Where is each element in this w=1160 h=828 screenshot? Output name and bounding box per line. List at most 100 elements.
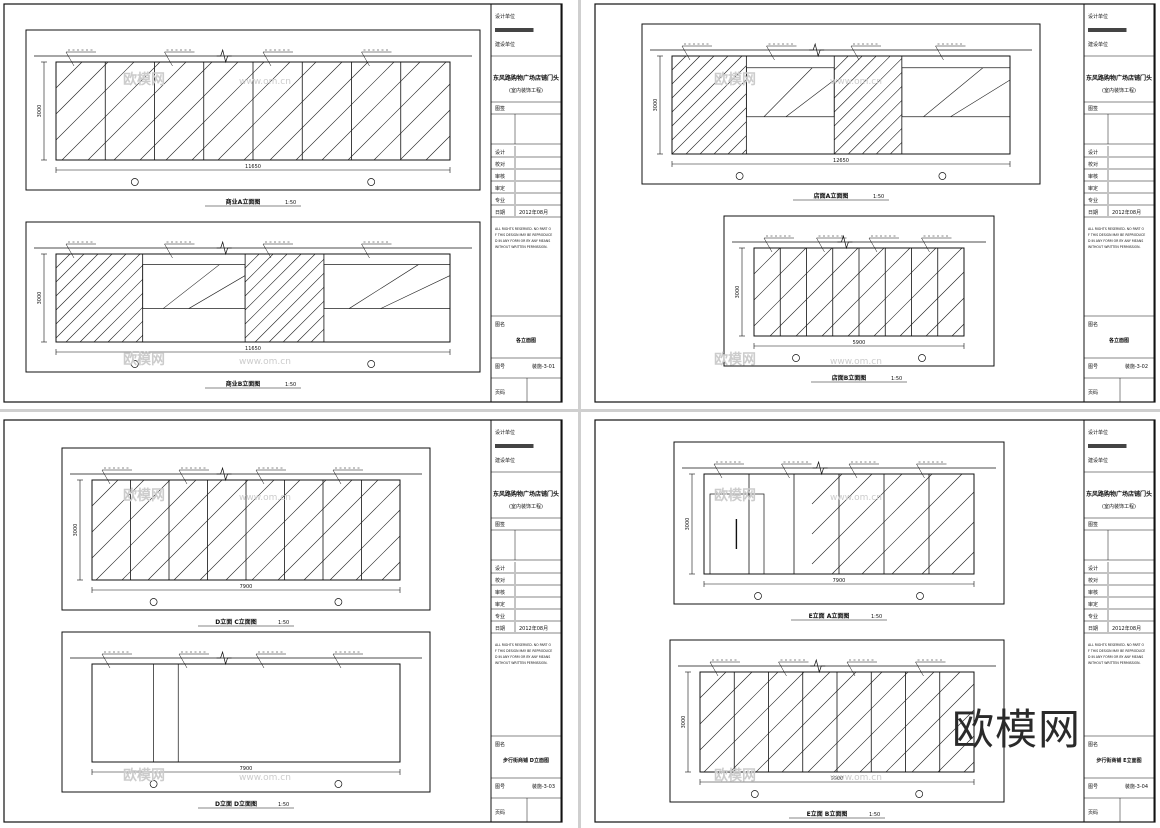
- glass-reflect: [763, 67, 813, 117]
- ceiling-break: [216, 466, 232, 482]
- hatch-stroke: [79, 279, 143, 343]
- glass-hatch: [91, 479, 401, 581]
- hatch-stroke: [671, 55, 729, 113]
- hatch-stroke: [753, 247, 781, 275]
- hatch-stroke: [91, 479, 119, 507]
- title-block-frame: [1083, 3, 1155, 403]
- designer-bar: [1088, 444, 1127, 448]
- drawing-no-label: 图号: [1088, 364, 1098, 370]
- seal-label: 图签: [495, 521, 505, 528]
- mullions: [104, 62, 402, 160]
- hatch-stroke: [244, 253, 274, 283]
- hatch-stroke: [699, 107, 747, 155]
- leader: [848, 463, 858, 479]
- glass-hatch: [753, 247, 965, 337]
- hatch-stroke: [921, 521, 975, 575]
- seal-label: 图签: [1088, 521, 1098, 528]
- field-client: 建设单位: [1088, 457, 1108, 464]
- project-name: 东风路购物广场店铺门头: [493, 74, 559, 82]
- window-glass: [763, 67, 835, 117]
- total-dimension: 11650: [55, 164, 451, 173]
- hatch-stroke: [87, 61, 187, 161]
- leader: [262, 243, 272, 259]
- page-label: 页码: [495, 809, 505, 816]
- hatch-stroke: [381, 561, 401, 581]
- total-dimension: 5900: [753, 340, 965, 349]
- leader: [255, 653, 265, 669]
- height-dimension: 3000: [735, 247, 745, 337]
- field-designer: 设计单位: [495, 429, 515, 436]
- dim-text: 3000: [735, 286, 741, 299]
- rights-note-1: ALL RIGHTS RESERVED. NO PART O: [1088, 643, 1144, 647]
- seal-label: 图签: [1088, 105, 1098, 112]
- leader: [709, 661, 719, 677]
- drawing-sheet: 设计单位建设单位东风路购物广场店铺门头(室内装饰工程)图签设计校对审核审定专业日…: [594, 3, 1156, 403]
- row-label: 审核: [1088, 589, 1098, 596]
- dim-text: 3000: [685, 518, 691, 531]
- dim-text: 3000: [653, 99, 659, 112]
- rights-note-1: ALL RIGHTS RESERVED. NO PART O: [495, 227, 551, 231]
- watermark-url: www.om.cn: [830, 773, 882, 783]
- hatch-stroke: [425, 135, 451, 161]
- watermark-logo-faint: 欧模网: [123, 487, 165, 504]
- view-scale: 1:50: [871, 614, 882, 620]
- hatch-stroke: [121, 321, 143, 343]
- mullions: [733, 672, 941, 772]
- hatch-stroke: [755, 671, 857, 773]
- hatch-stroke: [310, 328, 325, 343]
- axis-marker: [754, 592, 762, 600]
- row-label: 设计: [495, 149, 505, 156]
- ceiling-break: [810, 658, 826, 674]
- hatch-stroke: [890, 142, 903, 155]
- view-scale: 1:50: [285, 200, 296, 206]
- view-scale: 1:50: [869, 812, 880, 818]
- view-frame: [723, 215, 995, 367]
- row-label: 审核: [495, 173, 505, 180]
- page-label: 页码: [495, 389, 505, 396]
- glass-hatch: [55, 61, 451, 161]
- stone-cladding: [244, 253, 325, 343]
- leader: [332, 469, 342, 485]
- date-value: 2012年08月: [519, 625, 548, 632]
- page-label: 页码: [1088, 809, 1098, 816]
- axis-marker: [918, 354, 926, 362]
- watermark-logo-faint: 欧模网: [123, 351, 165, 368]
- drawing-no-label: 图号: [495, 364, 505, 370]
- sheet-border: [3, 3, 563, 403]
- leader: [164, 243, 173, 259]
- leader: [65, 243, 75, 259]
- axis-marker: [367, 178, 376, 186]
- project-name: 东风路购物广场店铺门头: [493, 490, 559, 498]
- view-frame: [61, 631, 431, 793]
- dim-text: 7900: [833, 578, 846, 584]
- leader: [921, 237, 930, 253]
- height-dimension: 3000: [37, 61, 47, 161]
- hatch-stroke: [93, 293, 143, 343]
- view-title: 店面A立面图: [814, 192, 849, 200]
- hatch-stroke: [834, 58, 903, 127]
- row-label: 校对: [495, 577, 505, 584]
- watermark-url: www.om.cn: [239, 493, 291, 503]
- annotation-leaders: [713, 461, 947, 479]
- hatch-stroke: [703, 671, 805, 773]
- leader: [935, 45, 944, 61]
- hatch-stroke: [113, 61, 213, 161]
- hatch-stroke: [963, 761, 975, 773]
- dim-text: 3000: [37, 105, 43, 118]
- row-label: 专业: [495, 197, 505, 204]
- hatch-stroke: [951, 551, 975, 575]
- date-value: 2012年08月: [519, 209, 548, 216]
- hatch-stroke: [91, 479, 145, 533]
- hatch-stroke: [55, 253, 127, 325]
- hatch-stroke: [937, 735, 975, 773]
- hatch-stroke: [811, 473, 903, 565]
- dim-text: 7900: [240, 766, 253, 772]
- hatch-stroke: [795, 247, 885, 337]
- hatch-stroke: [834, 86, 903, 155]
- hatch-stroke: [269, 61, 369, 161]
- dim-text: 11650: [245, 164, 261, 170]
- glass-reflect: [380, 275, 451, 309]
- leader: [178, 469, 188, 485]
